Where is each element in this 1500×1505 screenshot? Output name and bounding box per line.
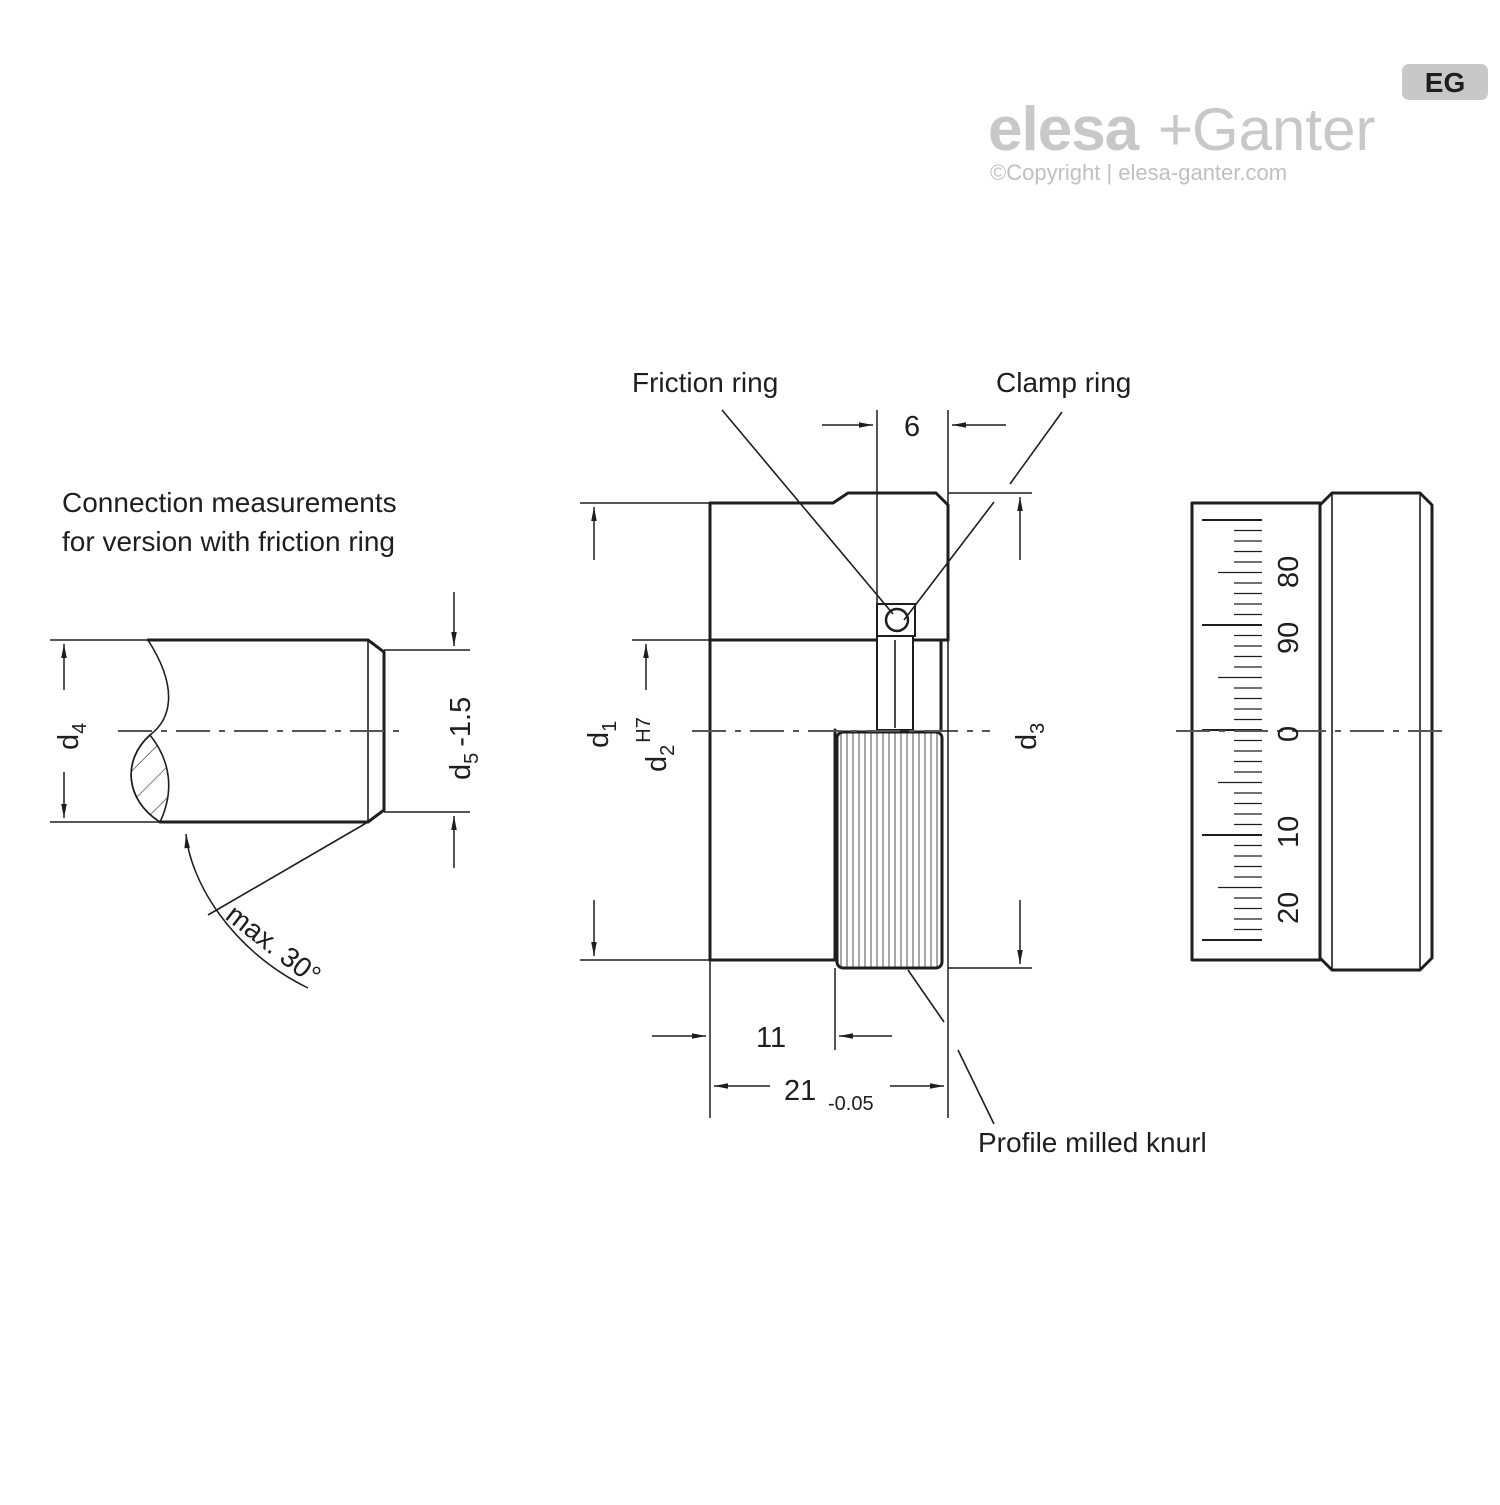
scale-label-0: 0 xyxy=(1273,726,1305,742)
width-6-label: 6 xyxy=(904,411,920,443)
svg-text:d4: d4 xyxy=(53,723,91,750)
angle-arc xyxy=(184,833,309,989)
knurl-label: Profile milled knurl xyxy=(978,1127,1207,1158)
brand-logo-elesa: elesa xyxy=(988,95,1140,164)
knurl-leader xyxy=(907,969,945,1023)
dial-section-view: Friction ring Clamp ring Profile milled … xyxy=(580,367,1207,1158)
caption-line-1: Connection measurements xyxy=(62,487,397,518)
friction-ring-leader xyxy=(721,409,894,615)
svg-text:d1: d1 xyxy=(583,721,621,748)
d2-label: d2H7 xyxy=(633,717,679,772)
max-angle-label: max. 30° xyxy=(220,898,326,991)
width-21-tolerance: -0.05 xyxy=(828,1093,874,1115)
d3-label: d3 xyxy=(1011,723,1049,750)
scale-ticks xyxy=(1202,519,1262,941)
dial-section-hatch xyxy=(708,491,950,642)
friction-ring-label: Friction ring xyxy=(632,367,778,398)
scale-label-20: 20 xyxy=(1273,892,1305,924)
shaft-connection-view: Connection measurements for version with… xyxy=(50,487,483,991)
brand-logo-ganter: Ganter xyxy=(1192,96,1375,163)
knurl-ring xyxy=(1318,491,1434,972)
d1-label: d1 xyxy=(583,721,621,748)
scale-label-80: 80 xyxy=(1273,556,1305,588)
shaft-section-hatch xyxy=(130,733,170,824)
brand-badge-icon xyxy=(1402,64,1488,100)
clamp-ring-label: Clamp ring xyxy=(996,367,1131,398)
d5-label: d5-1.5 xyxy=(445,697,483,780)
clamp-ring-leader xyxy=(903,501,995,621)
svg-text:d2H7: d2H7 xyxy=(633,717,679,772)
svg-text:d5-1.5: d5-1.5 xyxy=(445,697,483,780)
brand-logo: EG elesa + Ganter ©Copyright | elesa-gan… xyxy=(988,64,1488,185)
d4-label: d4 xyxy=(53,723,91,750)
knurl-section xyxy=(835,730,944,970)
caption-line-2: for version with friction ring xyxy=(62,526,395,557)
brand-copyright: ©Copyright | elesa-ganter.com xyxy=(990,160,1287,185)
scale-label-90: 90 xyxy=(1273,622,1305,654)
scale-label-10: 10 xyxy=(1273,816,1305,848)
dial-side-view: 80 90 0 10 20 xyxy=(1176,491,1450,972)
scale-labels: 80 90 0 10 20 xyxy=(1273,556,1305,924)
svg-text:d3: d3 xyxy=(1011,723,1049,750)
dial-body-outline xyxy=(708,638,837,962)
chamfer-extension-line xyxy=(207,821,369,916)
brand-logo-plus: + xyxy=(1158,96,1193,163)
width-21-label: 21 xyxy=(784,1075,816,1107)
friction-ring-icon xyxy=(884,607,910,633)
width-11-label: 11 xyxy=(756,1022,786,1054)
brand-badge-text: EG xyxy=(1425,67,1465,98)
